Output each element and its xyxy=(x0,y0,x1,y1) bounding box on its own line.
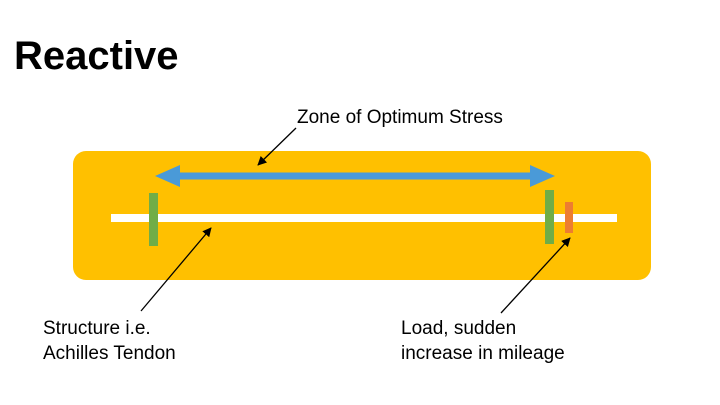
double-arrow-right-head xyxy=(530,165,555,187)
load-marker xyxy=(565,202,573,233)
load-label-line-1: Load, sudden xyxy=(401,318,517,339)
load-label-pointer xyxy=(500,237,571,314)
structure-label: Structure i.e. Achilles Tendon xyxy=(43,316,176,366)
zone-double-arrow xyxy=(155,165,555,187)
structure-label-line-1: Structure i.e. xyxy=(43,318,151,339)
structure-label-pointer xyxy=(140,227,212,312)
double-arrow-left-head xyxy=(155,165,180,187)
zone-label-pointer xyxy=(257,127,297,166)
lower-boundary-marker xyxy=(149,193,158,246)
slide-title: Reactive xyxy=(14,34,179,78)
load-label: Load, sudden increase in mileage xyxy=(401,316,565,366)
load-label-line-2: increase in mileage xyxy=(401,343,565,364)
upper-boundary-marker xyxy=(545,190,554,244)
zone-of-optimum-stress-label: Zone of Optimum Stress xyxy=(297,107,503,128)
structure-label-line-2: Achilles Tendon xyxy=(43,343,176,364)
tendon-line xyxy=(111,214,617,222)
